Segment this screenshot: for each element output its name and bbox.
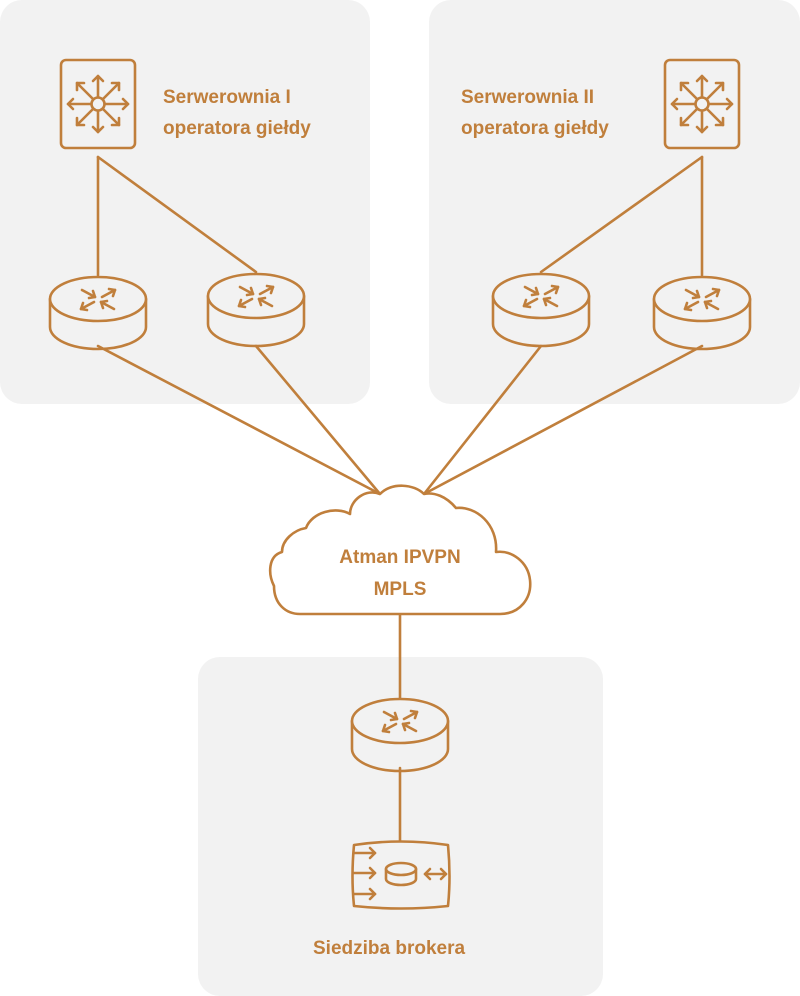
link-router1b-cloud bbox=[254, 344, 382, 496]
link-router1a-cloud bbox=[96, 344, 382, 496]
zone-label-line1: Serwerownia II bbox=[461, 87, 595, 108]
cloud-label-line1: Atman IPVPN bbox=[339, 547, 461, 568]
router-icon[interactable] bbox=[350, 697, 450, 773]
layer3-switch-icon[interactable] bbox=[59, 58, 137, 150]
router-icon[interactable] bbox=[491, 272, 591, 348]
link-switch1-router1b bbox=[96, 155, 258, 274]
zone-label-datacenter-1: Serwerownia I operatora giełdy bbox=[163, 82, 311, 144]
router-icon[interactable] bbox=[48, 275, 148, 351]
cloud-icon bbox=[268, 484, 532, 616]
cloud-label: Atman IPVPN MPLS bbox=[300, 542, 500, 606]
link-router2a-cloud bbox=[422, 344, 543, 496]
cloud-label-line2: MPLS bbox=[373, 579, 427, 600]
zone-label-datacenter-2: Serwerownia II operatora giełdy bbox=[461, 82, 609, 144]
zone-label-line1: Serwerownia I bbox=[163, 87, 291, 108]
links bbox=[96, 155, 704, 843]
router-icon[interactable] bbox=[652, 275, 752, 351]
link-switch2-router2a bbox=[539, 155, 704, 274]
link-router2b-cloud bbox=[422, 344, 704, 496]
zone-label-line2: operatora giełdy bbox=[461, 118, 609, 139]
zone-label-broker-hq: Siedziba brokera bbox=[313, 938, 466, 959]
database-server-icon[interactable] bbox=[351, 840, 451, 910]
layer3-switch-icon[interactable] bbox=[663, 58, 741, 150]
zone-label-line2: operatora giełdy bbox=[163, 118, 311, 139]
router-icon[interactable] bbox=[206, 272, 306, 348]
